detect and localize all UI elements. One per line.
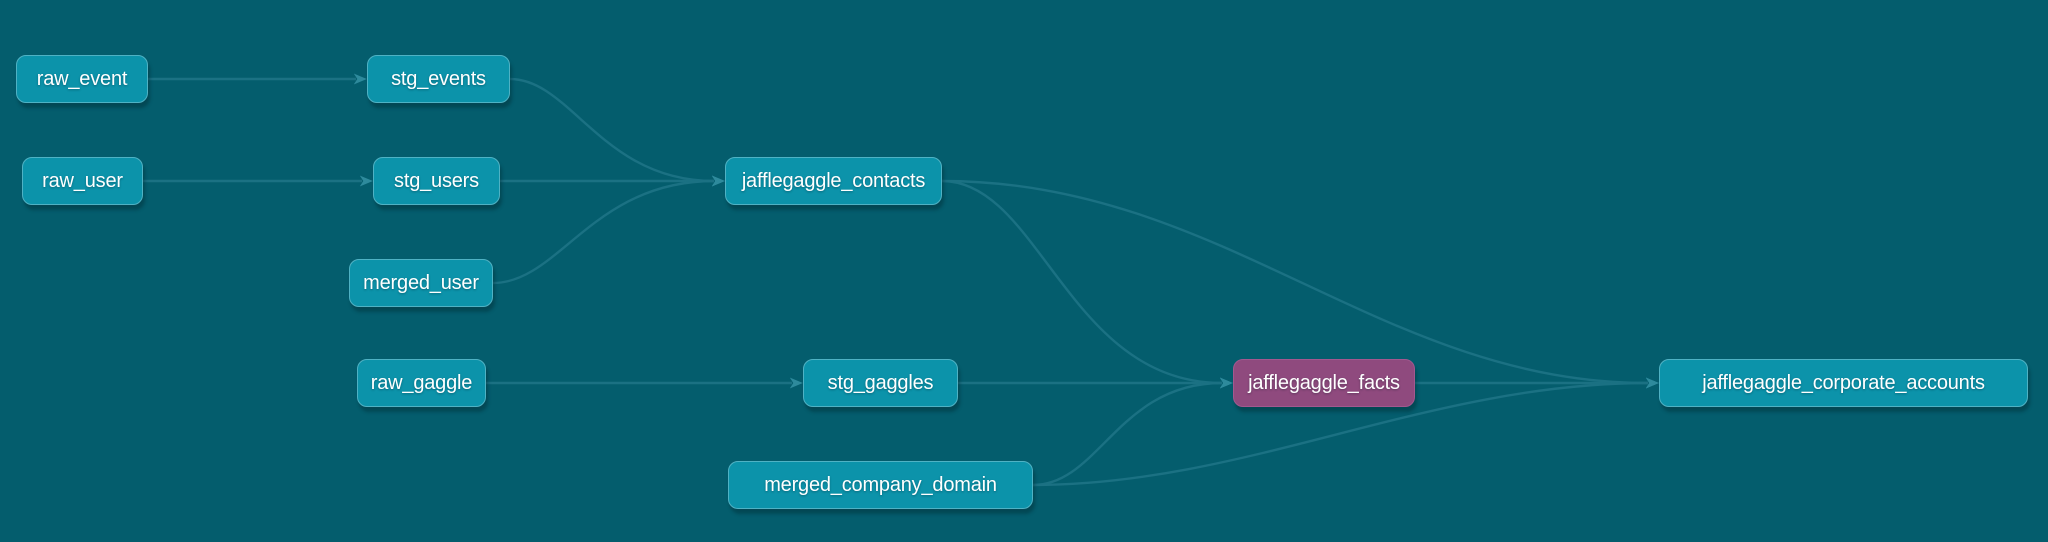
edge-merged_company_domain-to-jafflegaggle_facts [1032, 377, 1233, 487]
graph-node-merged_user[interactable]: merged_user [349, 259, 493, 307]
graph-node-label: merged_user [363, 271, 479, 294]
graph-node-stg_gaggles[interactable]: stg_gaggles [803, 359, 958, 407]
graph-node-label: jafflegaggle_contacts [741, 169, 926, 192]
graph-node-raw_event[interactable]: raw_event [16, 55, 148, 103]
graph-node-label: jafflegaggle_facts [1248, 371, 1400, 394]
graph-node-label: raw_event [36, 67, 128, 90]
edge-jafflegaggle_contacts-to-jafflegaggle_facts [941, 179, 1233, 389]
graph-node-label: stg_events [391, 67, 486, 90]
graph-node-jafflegaggle_corporate_accounts[interactable]: jafflegaggle_corporate_accounts [1659, 359, 2028, 407]
edge-merged_company_domain-to-jafflegaggle_corporate_accounts [1032, 377, 1659, 487]
graph-node-label: stg_users [394, 169, 479, 192]
graph-node-label: raw_user [42, 169, 123, 192]
graph-node-stg_events[interactable]: stg_events [367, 55, 510, 103]
graph-node-merged_company_domain[interactable]: merged_company_domain [728, 461, 1033, 509]
graph-node-stg_users[interactable]: stg_users [373, 157, 500, 205]
graph-node-raw_user[interactable]: raw_user [22, 157, 143, 205]
edge-merged_user-to-jafflegaggle_contacts [492, 175, 725, 285]
graph-node-label: merged_company_domain [764, 473, 997, 496]
edge-jafflegaggle_contacts-to-jafflegaggle_corporate_accounts [941, 179, 1659, 389]
graph-node-jafflegaggle_contacts[interactable]: jafflegaggle_contacts [725, 157, 942, 205]
graph-node-jafflegaggle_facts[interactable]: jafflegaggle_facts [1233, 359, 1415, 407]
edge-stg_events-to-jafflegaggle_contacts [509, 77, 725, 187]
graph-node-label: stg_gaggles [827, 371, 934, 394]
graph-node-label: jafflegaggle_corporate_accounts [1702, 371, 1985, 394]
graph-node-label: raw_gaggle [370, 371, 473, 394]
graph-node-raw_gaggle[interactable]: raw_gaggle [357, 359, 486, 407]
